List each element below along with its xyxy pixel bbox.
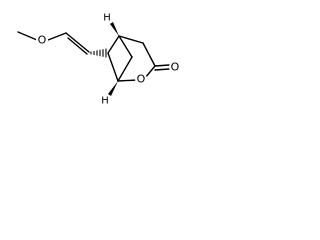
bond-c7-c5 xyxy=(107,52,119,82)
bond-co-ringo xyxy=(144,65,156,79)
bond-o-vinyl xyxy=(47,32,67,41)
bicyclic-lactone-structure: O O O H H xyxy=(17,13,181,107)
bond-c7-c1 xyxy=(107,35,120,54)
carbonyl-oxygen-label: O xyxy=(171,61,180,74)
bond-c2-c5 xyxy=(117,56,133,82)
bond-vinyl-double-a xyxy=(65,32,90,53)
wedge-bridgehead-h-top xyxy=(110,22,119,36)
bond-vinyl-double-b xyxy=(67,37,88,55)
methoxy-oxygen-label: O xyxy=(38,34,47,47)
bond-c-o-double-a xyxy=(154,64,170,67)
bond-vinyl-c7-hashed xyxy=(90,48,107,58)
wedge-bridgehead-h-bottom xyxy=(108,81,118,96)
bond-c1-ch2 xyxy=(118,35,144,44)
bridgehead-h-bottom-label: H xyxy=(101,96,109,107)
bond-methyl-o xyxy=(17,31,38,41)
bond-c-o-double-b xyxy=(154,68,170,71)
bridgehead-h-top-label: H xyxy=(103,13,111,24)
bond-ch2-co xyxy=(142,42,156,67)
ring-oxygen-label: O xyxy=(137,73,146,86)
bond-c1-c2 xyxy=(118,35,133,58)
bond-ringo-c5 xyxy=(117,79,138,82)
